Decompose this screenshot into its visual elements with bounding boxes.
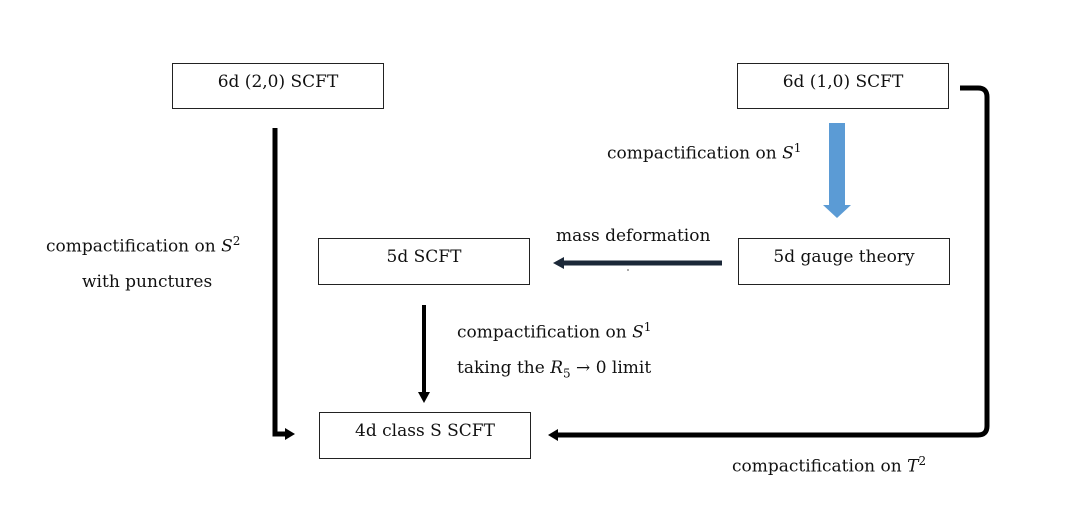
blue-arrow-shaft xyxy=(829,123,845,205)
arrowhead-5d-to-4d xyxy=(418,392,430,403)
node-5d-scft: 5d SCFT xyxy=(318,238,530,285)
label-taking-limit: taking the R5 → 0 limit xyxy=(457,358,652,381)
node-4d-class-s-scft: 4d class S SCFT xyxy=(319,412,531,459)
label-compactification-s1-mid: compactification on S1 xyxy=(457,320,652,343)
node-label: 5d SCFT xyxy=(386,247,462,267)
arrowhead-20-to-4d xyxy=(285,428,295,440)
label-compactification-s1-top: compactification on S1 xyxy=(607,141,802,164)
node-6d-10-scft: 6d (1,0) SCFT xyxy=(737,63,949,109)
arrowhead-mass-deformation xyxy=(553,257,564,269)
blue-arrow-head xyxy=(823,205,851,218)
label-mass-deformation: mass deformation xyxy=(556,226,711,246)
node-6d-20-scft: 6d (2,0) SCFT xyxy=(172,63,384,109)
edge-10-to-4d xyxy=(556,85,990,438)
edge-20-to-4d xyxy=(272,128,287,437)
label-with-punctures: with punctures xyxy=(82,272,213,292)
label-compactification-t2: compactification on T2 xyxy=(732,454,927,477)
arrowhead-10-to-4d xyxy=(548,429,558,441)
node-label: 5d gauge theory xyxy=(773,247,915,267)
label-compactification-s2: compactification on S2 xyxy=(46,234,241,257)
node-label: 6d (1,0) SCFT xyxy=(782,72,904,92)
node-5d-gauge-theory: 5d gauge theory xyxy=(738,238,950,285)
node-label: 6d (2,0) SCFT xyxy=(217,72,339,92)
node-label: 4d class S SCFT xyxy=(355,421,495,441)
